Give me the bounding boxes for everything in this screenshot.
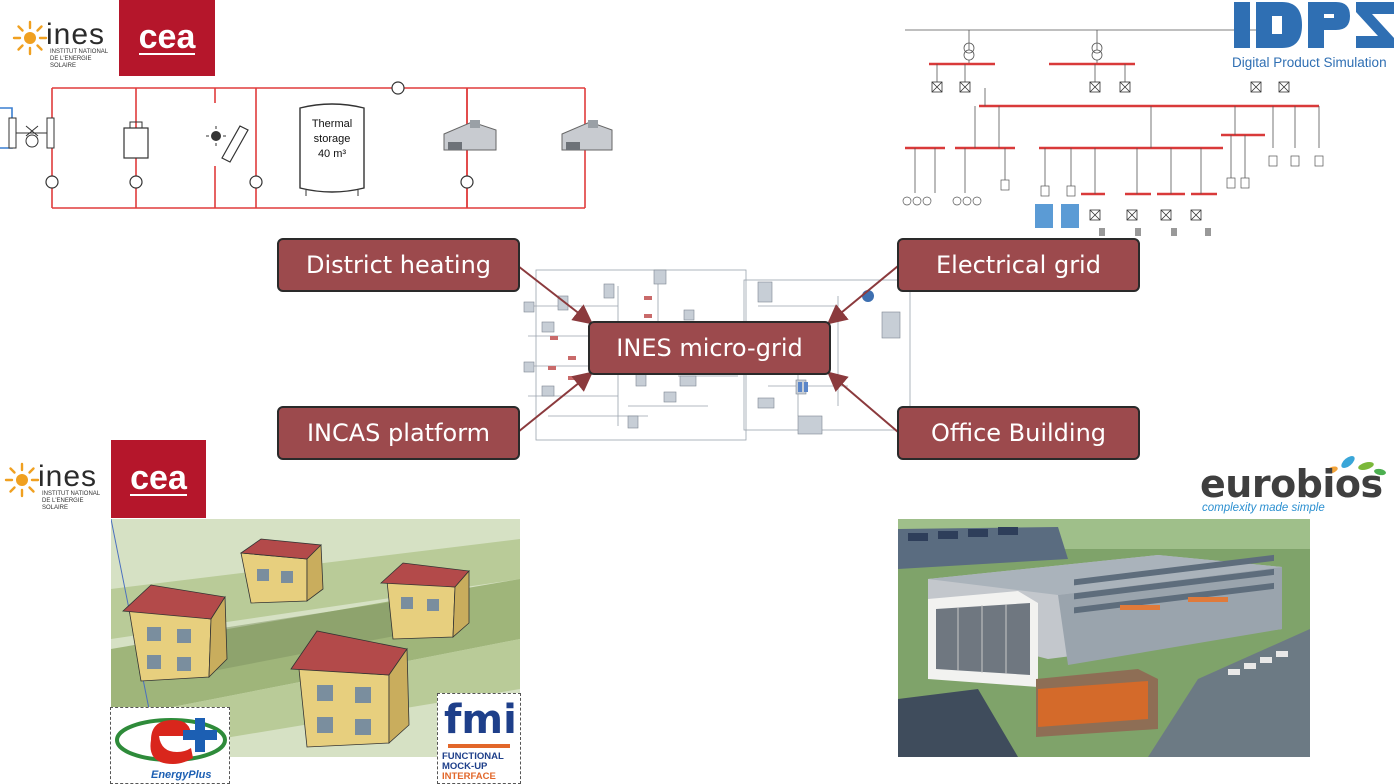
ines-microgrid-text: INES micro-grid (616, 334, 803, 362)
arrow-district-heating (517, 265, 594, 325)
fmi-sub-3: INTERFACE (442, 771, 496, 782)
storage-label-3: 40 m³ (318, 148, 346, 160)
ines-subtitle-1: INSTITUT NATIONAL (50, 49, 109, 55)
fmi-wordmark: fmi (444, 697, 517, 743)
electrical-grid-label: Electrical grid (897, 238, 1140, 292)
ines-subtitle-2: DE L'ENERGIE SOLAIRE (42, 498, 84, 511)
dps-logo: Digital Product Simulation (1230, 0, 1397, 72)
fmi-underline (448, 744, 510, 748)
dps-mark (1234, 2, 1394, 48)
storage-label-2: storage (314, 133, 351, 145)
house-render (239, 538, 324, 604)
district-heating-text: District heating (305, 251, 492, 279)
district-heating-schematic: Thermal storage 40 m³ (0, 81, 613, 209)
fmi-sub-1: FUNCTIONAL (442, 751, 504, 762)
electrical-grid-schematic (902, 29, 1324, 236)
energyplus-logo: EnergyPlus (110, 707, 230, 784)
energyplus-mark (115, 718, 227, 764)
electrical-grid-text: Electrical grid (936, 251, 1101, 279)
ines-wordmark: ines (38, 460, 98, 493)
ines-subtitle-2: DE L'ENERGIE SOLAIRE (50, 56, 92, 69)
ines-microgrid-label: INES micro-grid (588, 321, 831, 375)
eurobios-tagline: complexity made simple (1202, 502, 1325, 514)
house-render (122, 584, 228, 682)
ines-logo-top: ines INSTITUT NATIONAL DE L'ENERGIE SOLA… (12, 18, 112, 69)
cea-logo-top: cea (119, 0, 215, 76)
eurobios-logo: eurobios complexity made simple (1198, 452, 1397, 516)
sun-icon (12, 20, 48, 56)
district-heating-label: District heating (277, 238, 520, 292)
arrow-office-building (826, 371, 899, 433)
fmi-logo: fmi FUNCTIONAL MOCK-UP INTERFACE (437, 693, 521, 784)
sun-icon (4, 462, 40, 498)
office-building-label: Office Building (897, 406, 1140, 460)
incas-platform-text: INCAS platform (306, 419, 491, 447)
leaf-icon (1326, 456, 1386, 476)
storage-label-1: Thermal (312, 118, 352, 130)
house-render (290, 630, 410, 748)
arrow-incas-platform (517, 371, 594, 433)
cea-logo-bottom: cea (111, 440, 206, 518)
arrow-electrical-grid (826, 265, 899, 325)
incas-3d-houses-render (111, 519, 520, 757)
office-building-photo (898, 519, 1310, 757)
office-building-text: Office Building (930, 419, 1107, 447)
house-icon (443, 120, 497, 151)
cea-wordmark: cea (138, 18, 196, 56)
cea-wordmark: cea (130, 459, 187, 497)
ines-logo-bottom: ines INSTITUT NATIONAL DE L'ENERGIE SOLA… (4, 460, 104, 511)
dps-caption: Digital Product Simulation (1232, 55, 1387, 70)
energyplus-text: EnergyPlus (151, 769, 212, 781)
house-icon (561, 120, 613, 151)
fmi-sub-2: MOCK-UP (442, 761, 488, 772)
house-render (380, 562, 470, 640)
ines-subtitle-1: INSTITUT NATIONAL (42, 491, 101, 497)
eurobios-wordmark: eurobios (1200, 462, 1383, 506)
ines-wordmark: ines (46, 18, 106, 51)
incas-platform-label: INCAS platform (277, 406, 520, 460)
